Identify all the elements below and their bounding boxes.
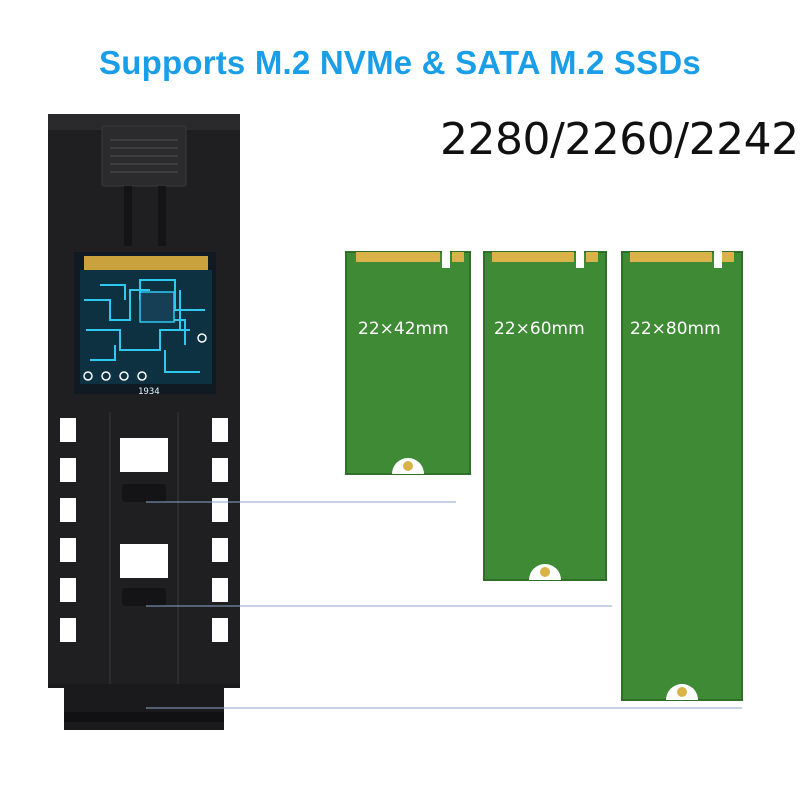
tray-side-notches: [60, 418, 228, 642]
ssd-card-2280: 22×80mm: [621, 250, 743, 701]
slot-window-42: [120, 438, 168, 472]
circuit-board: [80, 270, 212, 384]
enclosure-top-edge: [48, 114, 240, 130]
gold-contacts: [630, 252, 712, 262]
ssd-card-2242: 22×42mm: [345, 250, 471, 475]
ssd-card-2260: 22×60mm: [483, 250, 607, 581]
enclosure-body: [48, 114, 240, 726]
nvme-enclosure: 1934: [48, 114, 240, 730]
screw-clip-42: [122, 484, 166, 502]
card-size-label: 22×42mm: [358, 319, 449, 339]
controller-chip: [139, 291, 175, 323]
gold-contacts: [356, 252, 440, 262]
card-size-label: 22×60mm: [494, 319, 585, 339]
guide-lines: [146, 501, 742, 709]
supported-sizes: 2280/2260/2242: [440, 114, 799, 165]
slot-window-60: [120, 544, 168, 578]
screw-clip-60: [122, 588, 166, 606]
bottom-latch: [48, 684, 240, 730]
circuit-traces: [84, 279, 205, 373]
card-size-label: 22×80mm: [630, 319, 721, 339]
headline: Supports M.2 NVMe & SATA M.2 SSDs: [99, 44, 701, 81]
m2-connector: [84, 256, 208, 270]
gold-contacts: [492, 252, 574, 262]
chip-marking: 1934: [138, 387, 160, 397]
